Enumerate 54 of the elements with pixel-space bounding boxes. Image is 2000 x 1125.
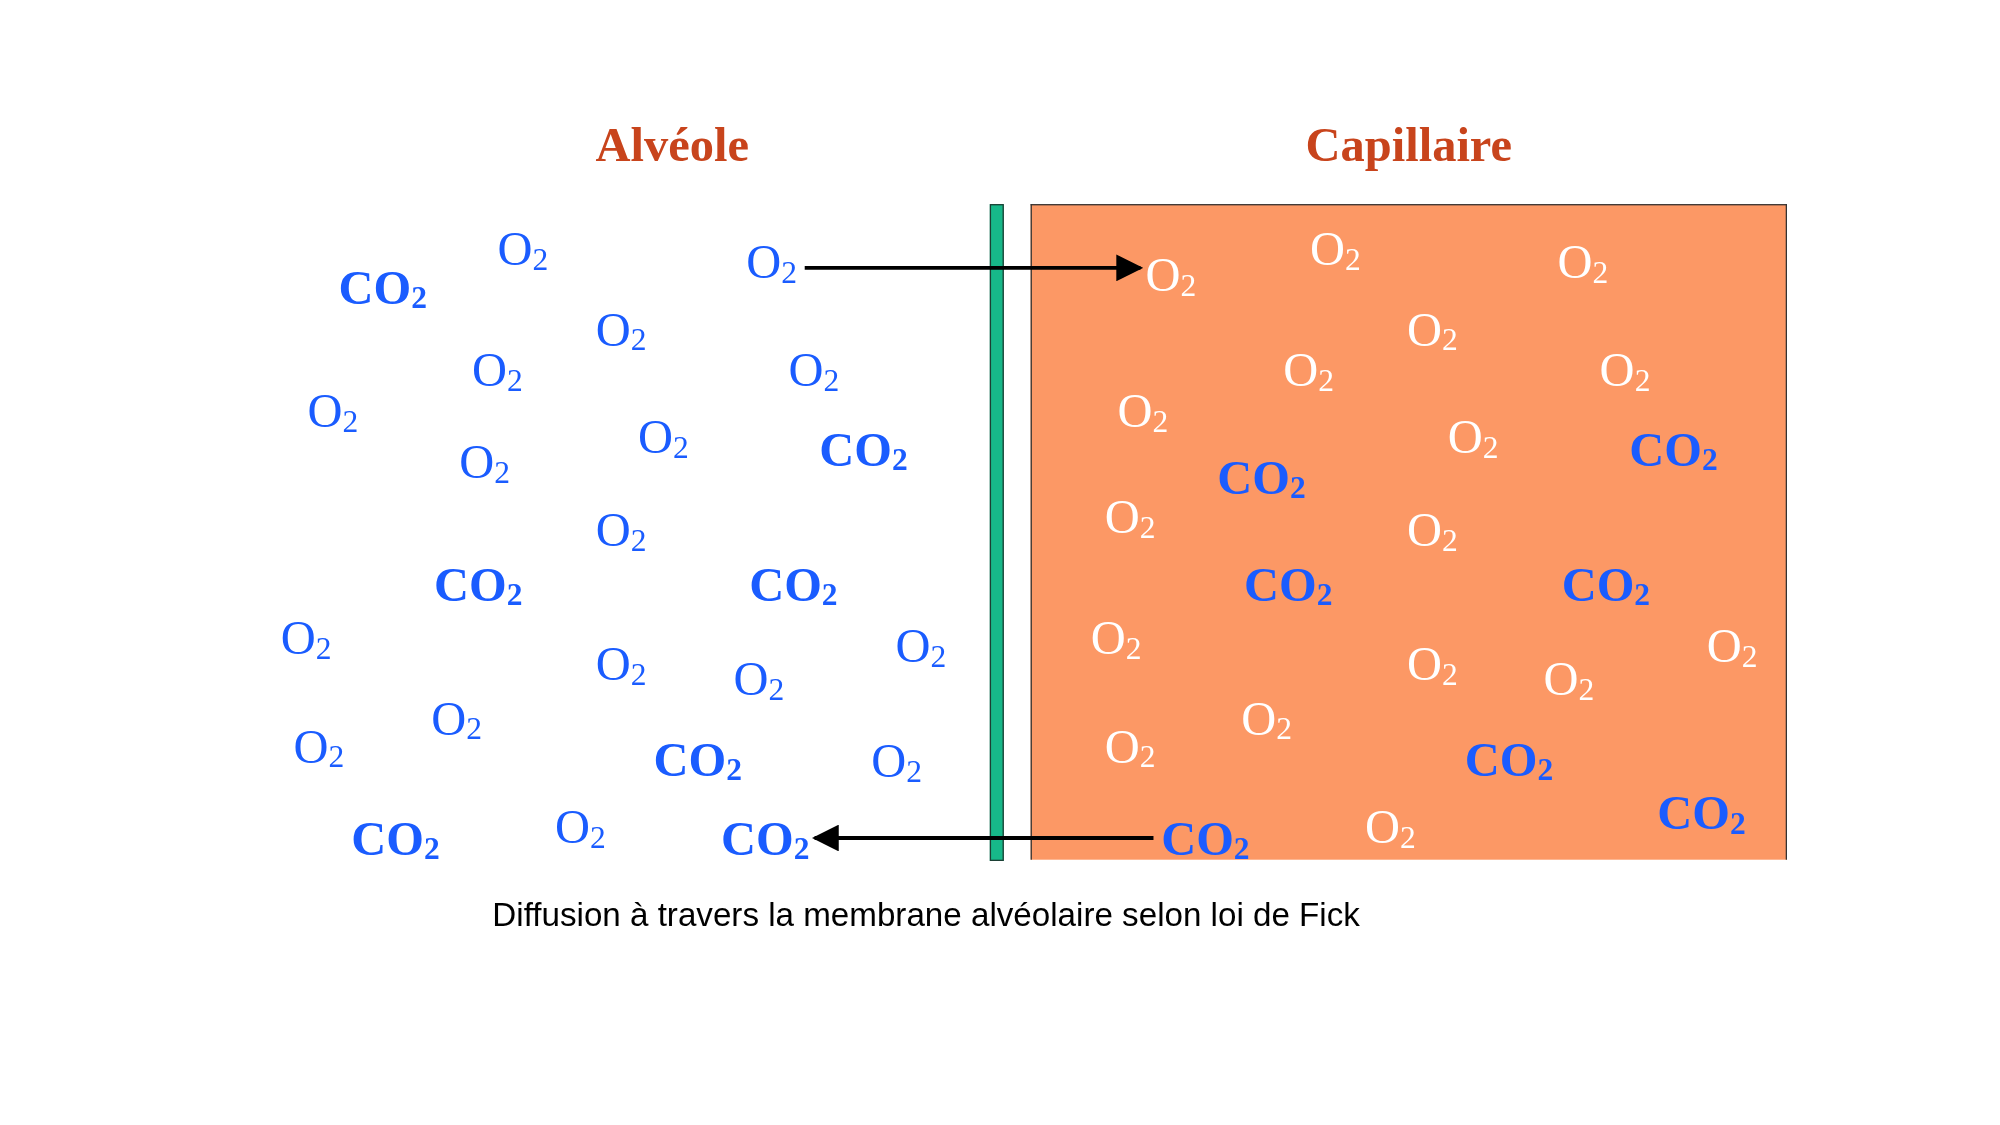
region-heading: Capillaire bbox=[1305, 119, 1513, 169]
molecule-label: CO$_{2}$ bbox=[1161, 813, 1250, 863]
molecule-label: CO$_{2}$ bbox=[1629, 424, 1718, 474]
molecule-label: O$_{2}$ bbox=[1104, 492, 1156, 541]
molecule-label: O$_{2}$ bbox=[1310, 224, 1361, 273]
molecule-label: O$_{2}$ bbox=[1706, 621, 1758, 670]
membrane-bar bbox=[989, 204, 1004, 861]
region-heading: Alvéole bbox=[595, 119, 749, 169]
molecule-label: CO$_{2}$ bbox=[338, 262, 427, 312]
molecule-label: O$_{2}$ bbox=[1145, 250, 1197, 299]
arrow bbox=[804, 254, 1144, 282]
molecule-label: O$_{2}$ bbox=[293, 721, 345, 771]
molecule-label: CO$_{2}$ bbox=[1561, 559, 1651, 609]
molecule-label: CO$_{2}$ bbox=[1464, 734, 1554, 784]
molecule-label: O$_{2}$ bbox=[1241, 693, 1292, 743]
molecule-label: O$_{2}$ bbox=[871, 735, 923, 785]
molecule-label: O$_{2}$ bbox=[1090, 613, 1142, 662]
molecule-label: O$_{2}$ bbox=[1104, 721, 1156, 771]
molecule-label: CO$_{2}$ bbox=[1217, 452, 1306, 502]
molecule-label: O$_{2}$ bbox=[1364, 802, 1416, 851]
molecule-label: O$_{2}$ bbox=[1557, 237, 1609, 286]
molecule-label: O$_{2}$ bbox=[472, 345, 523, 395]
molecule-label: O$_{2}$ bbox=[1407, 639, 1458, 688]
molecule-label: O$_{2}$ bbox=[431, 693, 482, 743]
molecule-label: O$_{2}$ bbox=[1599, 345, 1651, 395]
molecule-label: O$_{2}$ bbox=[1117, 386, 1169, 435]
molecule-label: CO$_{2}$ bbox=[819, 424, 908, 474]
molecule-label: CO$_{2}$ bbox=[749, 559, 838, 609]
molecule-label: O$_{2}$ bbox=[733, 654, 785, 703]
molecule-label: CO$_{2}$ bbox=[653, 734, 742, 784]
molecule-label: CO$_{2}$ bbox=[1244, 559, 1333, 609]
molecule-label: O$_{2}$ bbox=[280, 613, 332, 662]
molecule-label: O$_{2}$ bbox=[746, 237, 798, 286]
molecule-label: CO$_{2}$ bbox=[1657, 788, 1746, 837]
molecule-label: O$_{2}$ bbox=[788, 345, 840, 395]
molecule-label: O$_{2}$ bbox=[1447, 412, 1499, 461]
molecule-label: CO$_{2}$ bbox=[434, 559, 523, 609]
molecule-label: O$_{2}$ bbox=[595, 639, 647, 688]
molecule-label: O$_{2}$ bbox=[459, 437, 511, 486]
molecule-label: O$_{2}$ bbox=[1283, 345, 1335, 395]
caption: Diffusion à travers la membrane alvéolaire selon loi de Fick bbox=[492, 895, 1360, 935]
molecule-label: O$_{2}$ bbox=[1543, 654, 1595, 703]
molecule-label: O$_{2}$ bbox=[497, 224, 549, 273]
molecule-label: O$_{2}$ bbox=[1407, 505, 1458, 554]
molecule-label: CO$_{2}$ bbox=[721, 813, 810, 863]
molecule-label: O$_{2}$ bbox=[637, 412, 689, 461]
molecule-label: O$_{2}$ bbox=[595, 304, 647, 354]
molecule-label: O$_{2}$ bbox=[307, 386, 359, 435]
molecule-label: O$_{2}$ bbox=[595, 505, 647, 554]
molecule-label: O$_{2}$ bbox=[1407, 304, 1458, 354]
molecule-label: O$_{2}$ bbox=[895, 621, 947, 670]
arrow bbox=[811, 824, 1154, 852]
molecule-label: O$_{2}$ bbox=[555, 802, 606, 851]
molecule-label: CO$_{2}$ bbox=[351, 813, 440, 863]
